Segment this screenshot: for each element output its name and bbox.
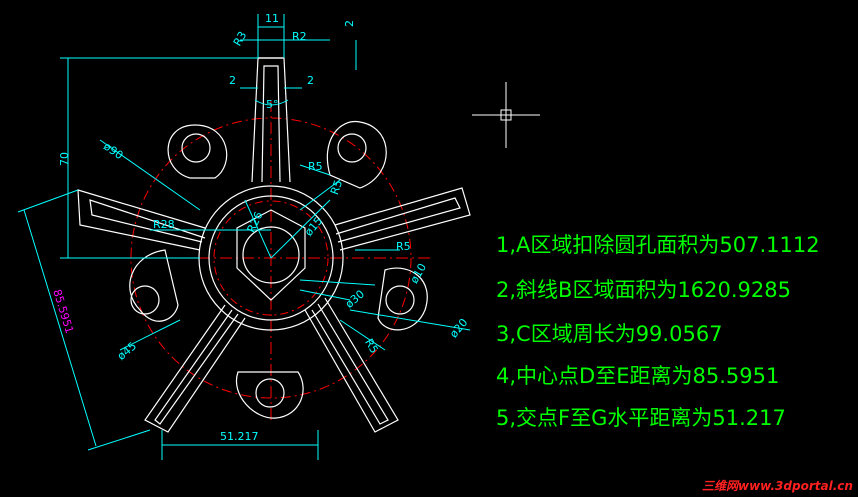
spoke-lower-right-outer [304,297,399,433]
spoke-right-outer [334,187,471,251]
lobe-bottom [235,371,304,419]
spoke-lower-right-inner [311,303,389,425]
centerline-circle-dia45 [213,200,329,316]
dim-wall-left: 2 [229,74,236,87]
dim-height: 70 [58,152,71,166]
spoke-left-inner [89,199,206,243]
annotation-1: 1,A区域扣除圆孔面积为507.1112 [496,233,820,257]
dim-r-left: R3 [231,29,250,48]
spoke-lower-left-inner [154,309,239,425]
dim-r28: R28 [153,218,175,231]
dim-r5-a: R5 [308,160,323,173]
lobe-left [129,249,179,322]
hub-inner [208,195,334,321]
spoke-left-outer [77,189,206,251]
lobe-hole-left [130,285,160,315]
annotation-3: 3,C区域周长为99.0567 [496,322,723,346]
dim-top-width: 11 [265,12,279,25]
lobe-top-left [167,124,228,179]
lobe-hole-right [385,285,415,315]
lobe-hole-bottom [255,378,285,408]
dim-top-gap: 2 [343,20,356,27]
bolt-circle-dia90 [130,117,412,399]
dim-bottom-length: 51.217 [220,430,259,443]
dim-r5-c: R5 [396,240,411,253]
spoke-top-inner [261,65,281,183]
annotation-2: 2,斜线B区域面积为1620.9285 [496,278,791,302]
lobe-hole-top-left [181,133,211,163]
dim-taper: 5° [266,98,279,111]
dim-r-right: R2 [292,30,307,43]
annotation-5: 5,交点F至G水平距离为51.217 [496,406,786,430]
annotation-4: 4,中心点D至E距离为85.5951 [496,364,779,388]
lobe-top-right [326,120,387,189]
watermark: 三维网www.3dportal.cn [702,479,853,493]
spoke-right-inner [335,197,461,243]
spoke-lower-left-outer [144,304,246,433]
lobe-hole-top-right [337,133,367,163]
center-hole-dia15 [242,226,300,284]
crosshair-cursor-icon[interactable] [472,82,540,148]
dimension-lines [17,14,471,460]
dim-r5-b: R5 [328,178,345,196]
dim-r5-d: R5 [362,337,381,356]
hub-pocket [236,209,306,301]
lobe-right [377,267,428,331]
dim-wall-right: 2 [307,74,314,87]
